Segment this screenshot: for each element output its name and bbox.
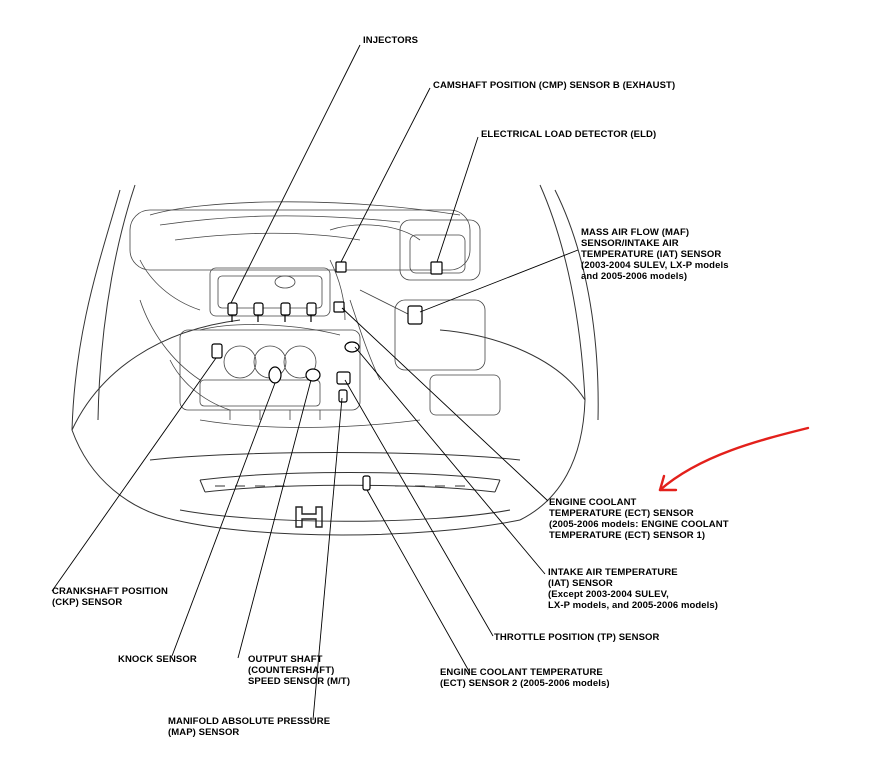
- leader-map: [312, 397, 343, 721]
- leader-knock: [171, 382, 276, 657]
- label-knock-sensor: KNOCK SENSOR: [118, 654, 197, 665]
- label-output-shaft-sensor: OUTPUT SHAFT (COUNTERSHAFT) SPEED SENSOR…: [248, 654, 351, 687]
- label-injectors: INJECTORS: [363, 35, 419, 46]
- sensor-glyphs: [211, 261, 443, 491]
- front-grille: [149, 452, 521, 522]
- label-iat-sensor: INTAKE AIR TEMPERATURE (IAT) SENSOR (Exc…: [548, 567, 719, 611]
- injectors-group: [227, 302, 317, 322]
- label-tp-sensor: THROTTLE POSITION (TP) SENSOR: [494, 632, 660, 643]
- label-map-sensor: MANIFOLD ABSOLUTE PRESSURE (MAP) SENSOR: [168, 716, 331, 738]
- honda-h-logo-icon: [295, 506, 323, 528]
- leader-output-shaft: [237, 379, 312, 659]
- label-eld: ELECTRICAL LOAD DETECTOR (ELD): [481, 129, 657, 140]
- leader-iat: [354, 346, 546, 575]
- leader-maf: [419, 249, 579, 313]
- leader-injectors: [230, 44, 361, 304]
- label-maf-sensor: MASS AIR FLOW (MAF) SENSOR/INTAKE AIR TE…: [581, 227, 729, 282]
- label-ect-sensor-2: ENGINE COOLANT TEMPERATURE (ECT) SENSOR …: [440, 667, 610, 689]
- label-ect-sensor: ENGINE COOLANT TEMPERATURE (ECT) SENSOR …: [549, 497, 729, 541]
- engine-compartment: [129, 201, 501, 428]
- leader-lines: [51, 44, 579, 721]
- hood-outline: [71, 184, 599, 536]
- leader-ect2: [366, 489, 471, 674]
- leader-tp: [344, 379, 494, 637]
- label-cmp-sensor: CAMSHAFT POSITION (CMP) SENSOR B (EXHAUS…: [433, 80, 676, 91]
- leader-eld: [436, 136, 479, 263]
- red-annotation-arrow-icon: [658, 426, 810, 492]
- leader-ckp: [51, 357, 217, 592]
- leader-cmp: [340, 87, 431, 263]
- leader-ect: [341, 307, 549, 502]
- label-ckp-sensor: CRANKSHAFT POSITION (CKP) SENSOR: [52, 586, 168, 608]
